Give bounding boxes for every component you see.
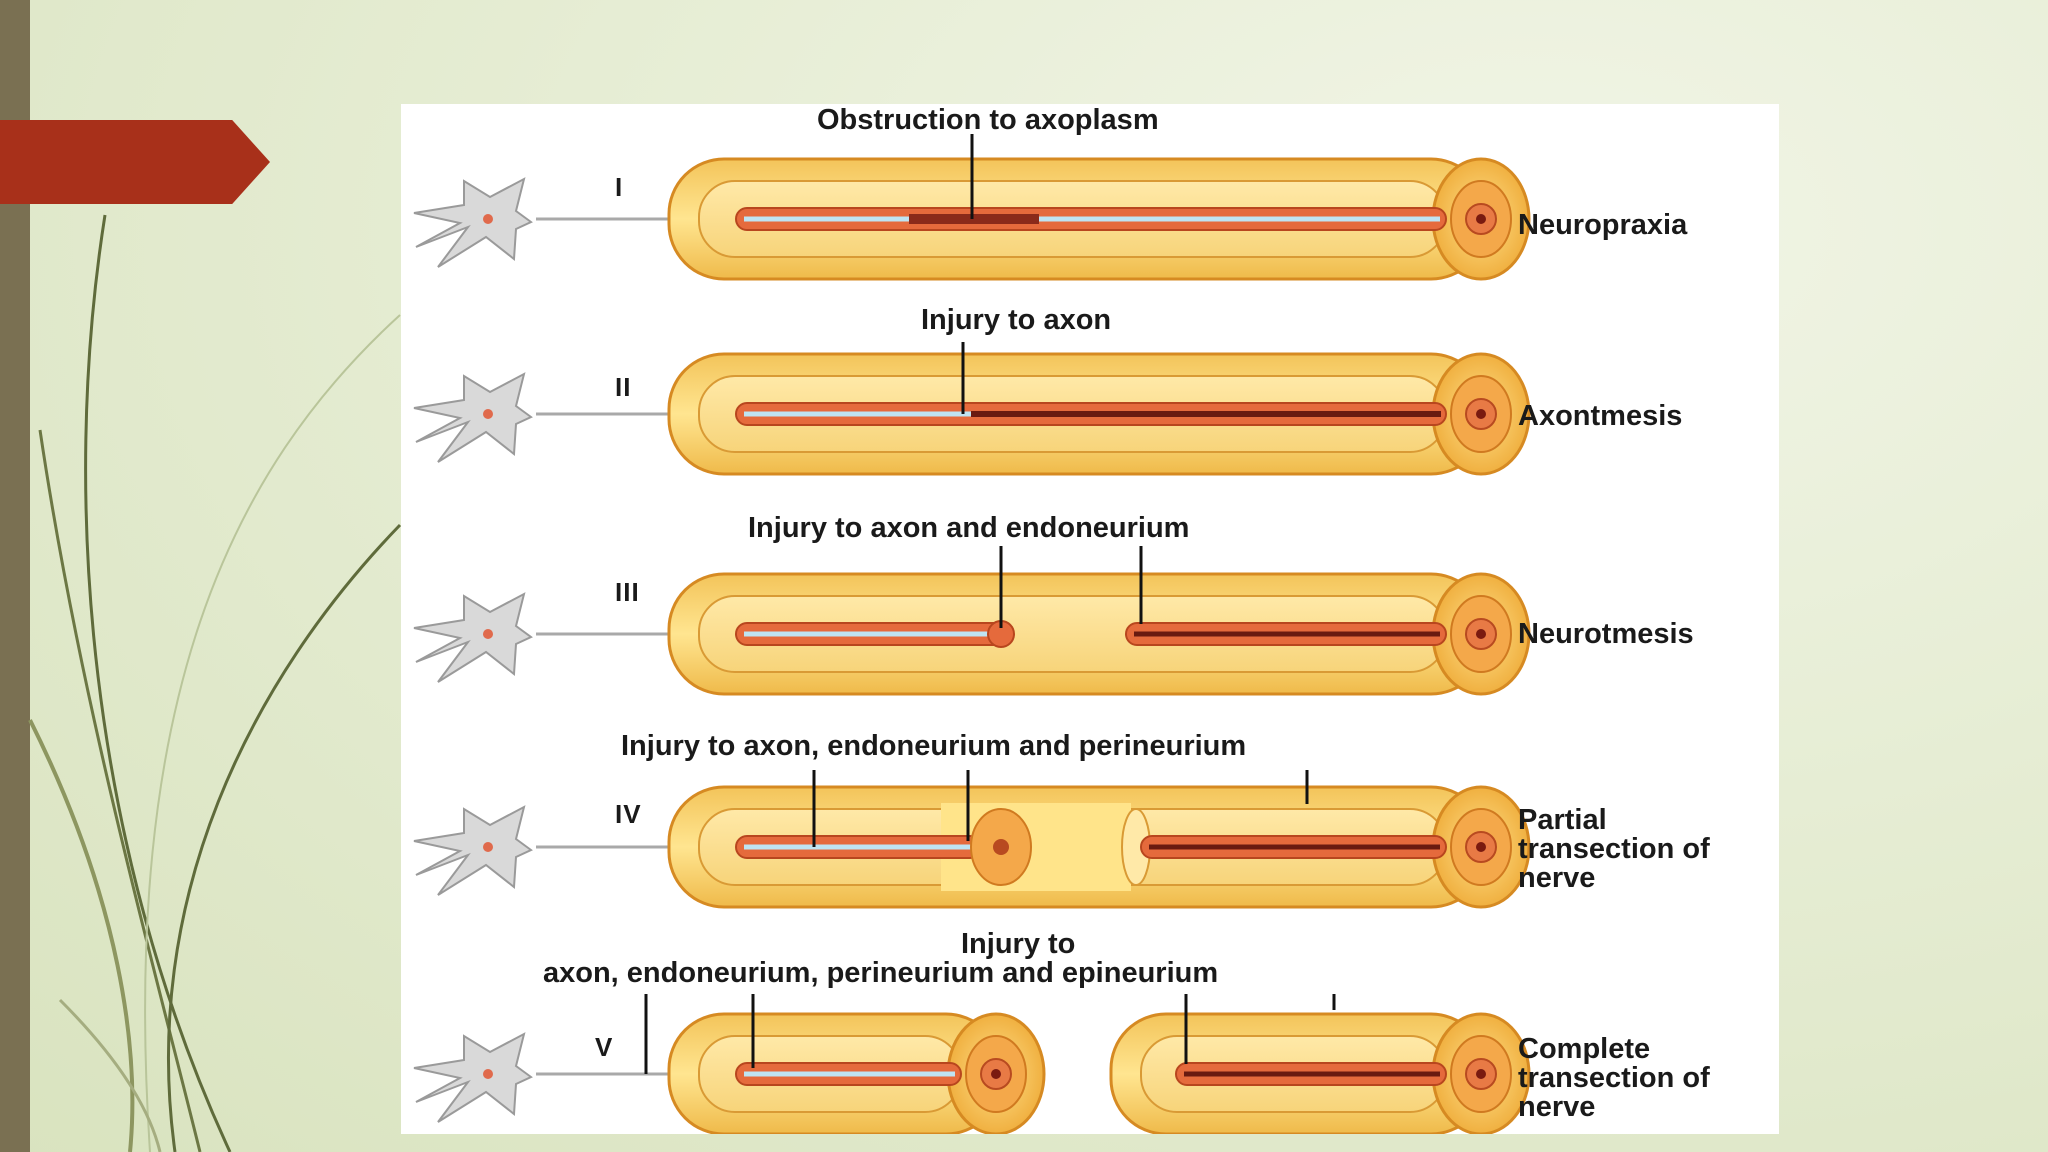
axon-cross-section-5a [991,1069,1001,1079]
axon-cross-section-3 [1476,629,1486,639]
row1-numeral: I [615,172,624,202]
row3-numeral: III [615,577,640,607]
neuron-cell-body-4 [413,805,533,896]
row2-header: Injury to axon [921,304,1112,336]
title-accent-tab [0,120,270,204]
row5-header-line2: axon, endoneurium, perineurium and epine… [543,957,1219,989]
row2-numeral: II [615,372,632,402]
neuron-cell-body-5 [413,1032,533,1123]
neuron-nucleus-3 [483,629,493,639]
row3-label: Neurotmesis [1518,618,1694,650]
row5-label: Complete transection of nerve [1518,1033,1710,1123]
row4-header: Injury to axon, endoneurium and perineur… [621,730,1247,762]
neuron-nucleus-2 [483,409,493,419]
row5-numeral: V [595,1032,614,1062]
axon-cross-section-5b [1476,1069,1486,1079]
neuron-cell-body-1 [413,177,533,268]
nerve-injury-drawing [413,134,1531,1134]
decorative-curves [28,214,402,1152]
neuron-nucleus-5 [483,1069,493,1079]
row4-numeral: IV [615,799,642,829]
nerve-injury-figure: Obstruction to axoplasm I Neuropraxia In… [401,104,1779,1134]
neuron-nucleus-4 [483,842,493,852]
axon-cross-section-1 [1476,214,1486,224]
row2-label: Axontmesis [1518,400,1683,432]
neuron-cell-body-2 [413,372,533,463]
axon-cross-section-2 [1476,409,1486,419]
neuron-cell-body-3 [413,592,533,683]
axoplasm-obstruction-1 [909,214,1039,224]
neuron-nucleus-1 [483,214,493,224]
row5-header-line1: Injury to [961,928,1076,960]
row4-label: Partial transection of nerve [1518,804,1710,894]
proximal-stump-core-4 [993,839,1009,855]
row1-header: Obstruction to axoplasm [817,104,1159,136]
row3-header: Injury to axon and endoneurium [748,512,1190,544]
axon-cross-section-4 [1476,842,1486,852]
row1-label: Neuropraxia [1518,209,1688,241]
